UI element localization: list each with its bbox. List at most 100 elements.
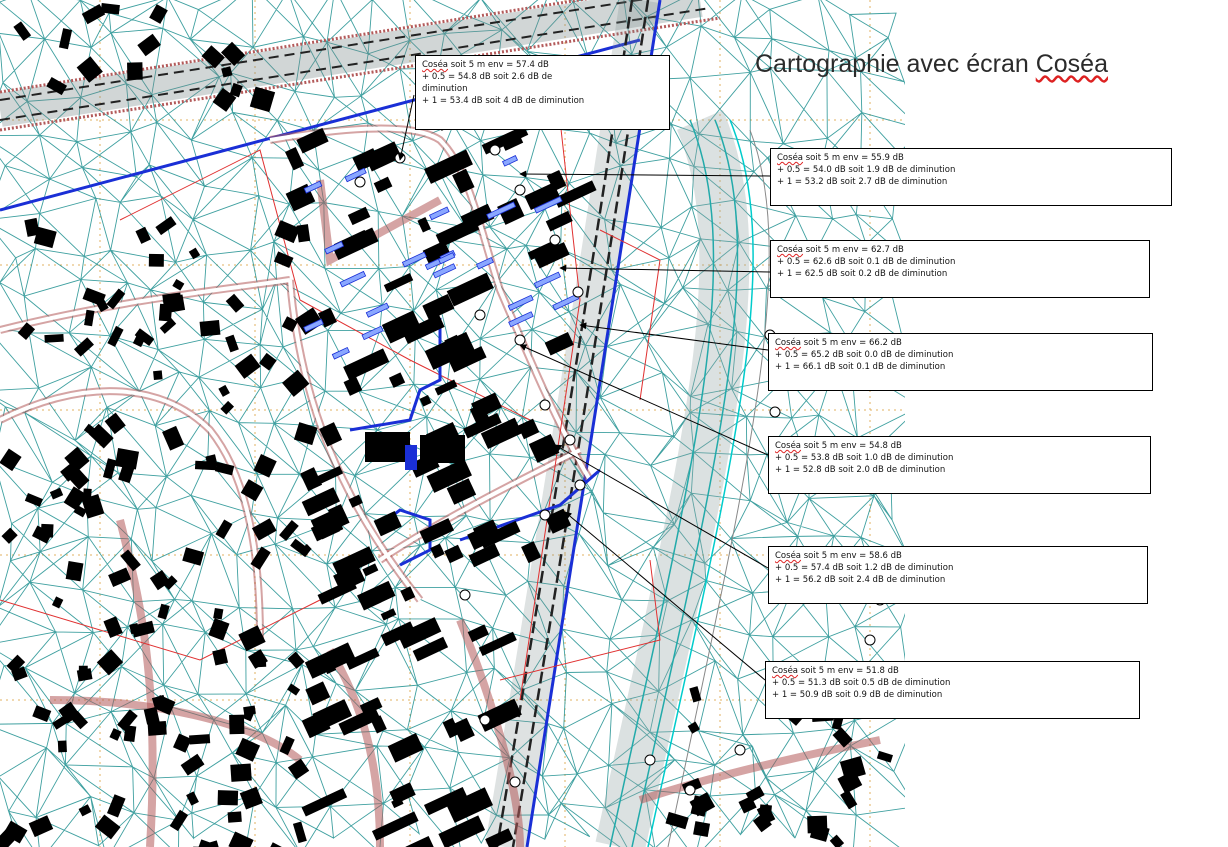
- parking-marker: [507, 294, 534, 311]
- building: [143, 706, 160, 725]
- callout-c3: Coséa soit 5 m env = 62.7 dB + 0.5 = 62.…: [770, 240, 1150, 298]
- callout-line2: + 0.5 = 57.4 dB soit 1.2 dB de diminutio…: [775, 563, 954, 573]
- building: [107, 325, 124, 347]
- building: [180, 753, 205, 776]
- building: [533, 242, 570, 269]
- building: [205, 454, 218, 469]
- building: [33, 226, 57, 249]
- building: [467, 624, 490, 643]
- building: [279, 519, 299, 542]
- callout-line1: soit 5 m env = 58.6 dB: [801, 551, 902, 561]
- callout-line1: soit 5 m env = 62.7 dB: [803, 245, 904, 255]
- callout-line3: + 1 = 53.4 dB soit 4 dB de diminution: [422, 96, 585, 106]
- building: [424, 149, 473, 184]
- building: [76, 668, 93, 682]
- building: [102, 458, 117, 480]
- callout-line1: soit 5 m env = 57.4 dB: [448, 60, 549, 70]
- building: [238, 625, 266, 652]
- building: [444, 334, 466, 359]
- building: [234, 353, 261, 379]
- building: [442, 717, 460, 739]
- parking-marker: [501, 155, 519, 167]
- building: [162, 575, 178, 590]
- building: [162, 425, 185, 451]
- building: [149, 4, 168, 24]
- building: [274, 220, 300, 244]
- building: [17, 322, 36, 340]
- building: [689, 686, 702, 703]
- building: [312, 465, 344, 487]
- building: [201, 45, 225, 69]
- receptor-point: [489, 144, 501, 156]
- building: [51, 596, 64, 609]
- parking-marker: [331, 346, 350, 360]
- receptor-point: [474, 309, 486, 321]
- parking-marker: [508, 311, 534, 328]
- callout-line1: soit 5 m env = 51.8 dB: [798, 666, 899, 676]
- callout-line2: + 0.5 = 51.3 dB soit 0.5 dB de diminutio…: [772, 678, 951, 688]
- building: [49, 487, 64, 500]
- callout-brand: Coséa: [775, 338, 802, 348]
- callout-brand: Coséa: [777, 153, 804, 163]
- building: [478, 631, 517, 656]
- callout-line1: soit 5 m env = 54.8 dB: [801, 441, 902, 451]
- callout-brand: Coséa: [422, 60, 449, 70]
- building: [876, 750, 893, 763]
- building: [82, 488, 92, 503]
- central-buildings: [365, 432, 465, 470]
- building: [281, 316, 298, 333]
- building: [333, 229, 371, 258]
- page-title: Cartographie avec écran Coséa: [755, 50, 1108, 79]
- building: [227, 811, 242, 823]
- building: [162, 292, 182, 306]
- building: [182, 547, 205, 566]
- building: [373, 511, 402, 537]
- receptor-point: [864, 634, 876, 646]
- building: [81, 4, 106, 25]
- building: [373, 176, 393, 193]
- callout-line2: + 0.5 = 62.6 dB soit 0.1 dB de diminutio…: [777, 257, 956, 267]
- callout-line3: + 1 = 50.9 dB soit 0.9 dB de diminution: [772, 690, 943, 700]
- building: [296, 224, 311, 243]
- building: [478, 520, 521, 549]
- building: [343, 376, 363, 396]
- building: [359, 697, 383, 716]
- building: [831, 715, 844, 731]
- building: [381, 310, 422, 344]
- building: [485, 828, 514, 847]
- building: [292, 821, 307, 844]
- building: [332, 546, 376, 578]
- building: [225, 293, 245, 313]
- parking-marker: [432, 263, 457, 279]
- building: [472, 519, 500, 542]
- building: [249, 86, 276, 113]
- building: [665, 811, 689, 830]
- building: [426, 458, 472, 493]
- building: [78, 804, 92, 817]
- building: [158, 303, 173, 322]
- building: [419, 394, 432, 407]
- building: [554, 180, 597, 208]
- building: [213, 607, 224, 620]
- building: [460, 203, 495, 232]
- building: [839, 755, 866, 781]
- building: [258, 352, 277, 371]
- building: [829, 834, 845, 847]
- buildings: [0, 2, 893, 847]
- building: [284, 147, 305, 171]
- receptor-point: [684, 784, 696, 796]
- callout-line2: + 0.5 = 53.8 dB soit 1.0 dB de diminutio…: [775, 453, 954, 463]
- callout-brand: Coséa: [772, 666, 799, 676]
- building: [370, 715, 387, 734]
- callout-line2: + 0.5 = 54.8 dB soit 2.6 dB de diminutio…: [422, 72, 553, 94]
- building: [137, 33, 161, 57]
- receptor-point: [574, 479, 586, 491]
- building: [189, 734, 211, 745]
- parking-marker: [475, 256, 494, 270]
- building: [215, 519, 233, 540]
- building: [402, 314, 445, 345]
- building: [405, 835, 436, 847]
- receptor-point: [564, 434, 576, 446]
- callout-c5: Coséa soit 5 m env = 54.8 dB + 0.5 = 53.…: [768, 436, 1151, 494]
- building: [448, 346, 487, 373]
